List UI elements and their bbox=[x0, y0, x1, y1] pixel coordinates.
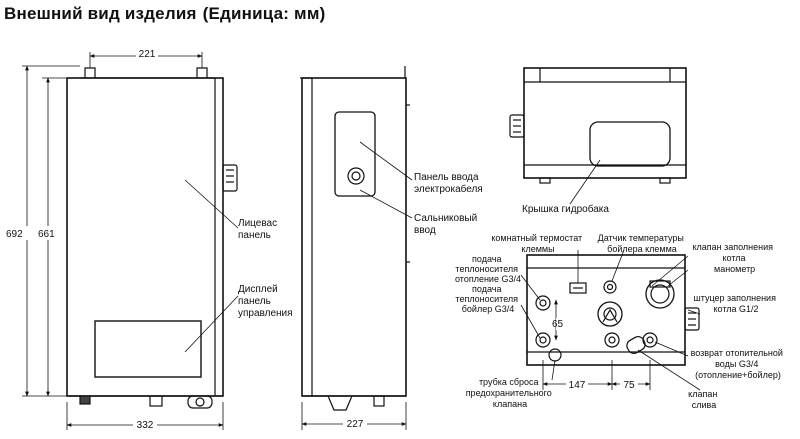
label-gland: Сальниковый ввод bbox=[414, 213, 480, 236]
label-control-panel-line1: Дисплей bbox=[238, 284, 278, 295]
boiler-sensor-terminal bbox=[603, 280, 617, 294]
dim-top-width: 221 bbox=[139, 49, 156, 60]
label-manometer: манометр bbox=[714, 264, 755, 274]
label-boiler-sensor-line2: бойлера клемма bbox=[607, 244, 677, 254]
side-body bbox=[301, 77, 407, 397]
label-drain-valve-line1: клапан bbox=[688, 389, 717, 399]
label-fill-fitting-line1: штуцер заполнения bbox=[694, 293, 777, 303]
label-fill-valve-line1: клапан заполнения bbox=[692, 242, 773, 252]
front-dimension-labels: 221 692 661 332 bbox=[6, 48, 158, 431]
top-callout bbox=[569, 159, 601, 205]
top-view bbox=[509, 67, 687, 184]
side-labels: 227 Панель ввода электрокабеля Сальников… bbox=[343, 172, 483, 430]
front-cable-gland bbox=[222, 164, 238, 192]
top-body bbox=[523, 67, 687, 179]
front-callouts: Лицевас панель Дисплей панель управления bbox=[238, 218, 293, 319]
label-boiler-sensor-line1: Датчик температуры bbox=[598, 233, 684, 243]
fill-fitting bbox=[684, 307, 700, 331]
hydro-tank-cover bbox=[589, 121, 671, 167]
label-boiler-supply-line1: подача bbox=[472, 284, 501, 294]
label-cable-panel-line1: Панель ввода bbox=[414, 172, 479, 183]
title-unit: (Единица: мм) bbox=[202, 4, 326, 23]
front-body bbox=[66, 77, 224, 397]
cable-input-panel bbox=[334, 111, 376, 197]
label-heating-supply-line3: отопление G3/4 bbox=[455, 274, 521, 284]
label-heating-supply-line2: теплоносителя bbox=[455, 264, 518, 274]
label-room-thermostat: комнатный термостат клеммы bbox=[491, 233, 584, 254]
return-pipe-middle bbox=[604, 332, 620, 348]
label-boiler-sensor: Датчик температуры бойлера клемма bbox=[598, 233, 687, 254]
label-fill-valve-line2: котла bbox=[722, 253, 745, 263]
label-control-panel-line3: управления bbox=[238, 308, 293, 319]
label-control-panel: Дисплей панель управления bbox=[238, 284, 293, 319]
top-side-gland bbox=[509, 114, 525, 138]
manometer bbox=[645, 279, 675, 309]
label-cable-panel-line2: электрокабеля bbox=[414, 183, 483, 195]
label-relief-pipe-line2: предохранительного bbox=[466, 388, 552, 398]
front-bottom-pipe-left bbox=[149, 395, 163, 407]
label-relief-pipe-line3: клапана bbox=[493, 399, 527, 409]
dim-pipe-spacing-b: 75 bbox=[623, 380, 635, 391]
front-dimensions bbox=[22, 52, 239, 430]
label-heating-supply: подача теплоносителя отопление G3/4 bbox=[455, 254, 521, 284]
label-front-panel-line2: панель bbox=[238, 230, 271, 241]
label-relief-pipe-line1: трубка сброса bbox=[479, 377, 539, 387]
label-return-water-line3: (отопление+бойлер) bbox=[695, 370, 781, 380]
dim-front-width: 332 bbox=[137, 420, 154, 431]
label-gland-line1: Сальниковый bbox=[414, 213, 477, 224]
dim-total-height: 692 bbox=[6, 229, 23, 240]
label-relief-pipe: трубка сброса предохранительного клапана bbox=[466, 377, 555, 409]
label-return-water-line1: возврат отопительной bbox=[691, 348, 783, 358]
label-heating-supply-line1: подача bbox=[472, 254, 501, 264]
label-front-panel: Лицевас панель bbox=[238, 218, 280, 241]
label-boiler-supply: подача теплоносителя бойлер G3/4 bbox=[455, 284, 520, 314]
dim-pipe-vertical: 65 bbox=[552, 319, 564, 330]
bottom-view bbox=[526, 254, 700, 366]
fill-valve bbox=[597, 301, 623, 327]
front-bottom-pipe-right bbox=[187, 395, 213, 409]
label-boiler-supply-line2: теплоносителя bbox=[455, 294, 518, 304]
label-room-thermostat-line1: комнатный термостат bbox=[491, 233, 582, 243]
side-gland bbox=[347, 167, 365, 185]
relief-pipe bbox=[548, 348, 562, 362]
side-view bbox=[300, 66, 410, 411]
dim-body-height: 661 bbox=[38, 229, 55, 240]
label-return-water: возврат отопительной воды G3/4 (отоплени… bbox=[691, 348, 786, 380]
page-title: Внешний вид изделия (Единица: мм) bbox=[4, 4, 325, 24]
front-view bbox=[66, 67, 238, 409]
boiler-supply-pipe bbox=[535, 332, 551, 348]
heating-supply-pipe bbox=[535, 295, 551, 311]
label-fill-fitting-line2: котла G1/2 bbox=[713, 304, 758, 314]
label-fill-fitting: штуцер заполнения котла G1/2 bbox=[694, 293, 779, 314]
label-return-water-line2: воды G3/4 bbox=[715, 359, 758, 369]
label-fill-valve: клапан заполнения котла bbox=[692, 242, 775, 263]
label-boiler-supply-line3: бойлер G3/4 bbox=[462, 304, 514, 314]
bottom-labels: 65 147 75 комнатный термостат клеммы Дат… bbox=[455, 233, 786, 410]
dim-side-depth: 227 bbox=[347, 419, 364, 430]
label-front-panel-line1: Лицевас bbox=[238, 218, 277, 229]
side-dimensions bbox=[301, 141, 413, 430]
display-window bbox=[94, 320, 202, 378]
label-cable-panel: Панель ввода электрокабеля bbox=[414, 172, 483, 195]
label-hydro-cover: Крышка гидробака bbox=[522, 203, 609, 215]
label-gland-line2: ввод bbox=[414, 225, 436, 236]
dim-pipe-spacing-a: 147 bbox=[569, 380, 586, 391]
label-drain-valve-line2: слива bbox=[692, 400, 716, 410]
label-control-panel-line2: панель bbox=[238, 296, 271, 307]
return-pipe-right bbox=[642, 332, 658, 348]
title-text: Внешний вид изделия bbox=[4, 4, 197, 23]
label-room-thermostat-line2: клеммы bbox=[521, 244, 554, 254]
label-drain-valve: клапан слива bbox=[688, 389, 720, 410]
